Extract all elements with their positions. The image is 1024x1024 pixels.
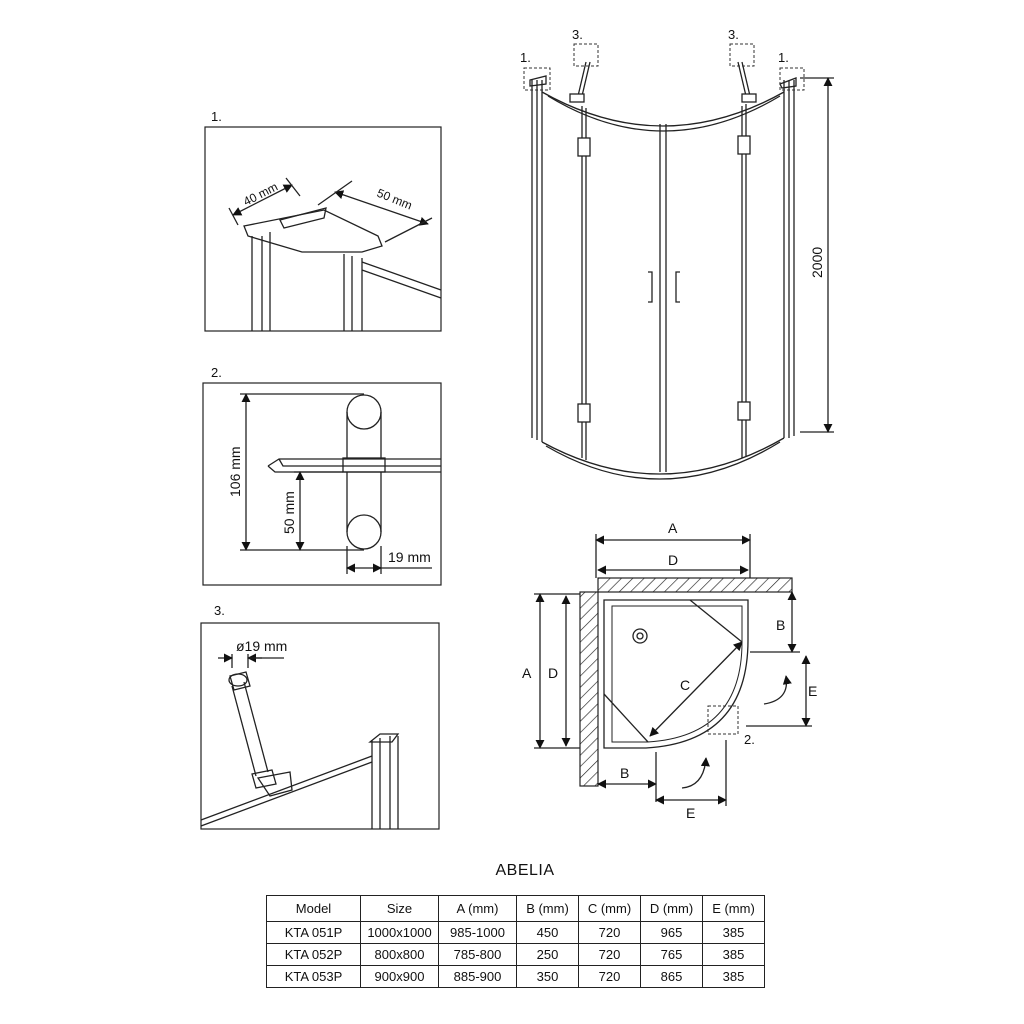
cell: 720: [578, 965, 641, 988]
plan-E-bottom: E: [686, 805, 695, 821]
detail-3-support-bar: [200, 653, 400, 829]
cell: 865: [640, 965, 703, 988]
detail-2-label: 2.: [211, 365, 222, 380]
cell: 985-1000: [438, 921, 517, 944]
detail-3-label: 3.: [214, 603, 225, 618]
plan-C: C: [680, 677, 690, 693]
detail-2-hinge: [240, 393, 441, 574]
detail-1-dim-a: 40 mm: [241, 180, 280, 209]
detail-1: 1. 40 mm 50 mm: [204, 109, 442, 332]
cell: 765: [640, 943, 703, 966]
detail-2-dim-h: 106 mm: [227, 446, 243, 497]
cell: 385: [702, 921, 765, 944]
cell: 785-800: [438, 943, 517, 966]
cell: 720: [578, 943, 641, 966]
detail-2-frame: [202, 382, 442, 586]
front-view: 1. 3. 3. 1. 2000: [520, 27, 834, 480]
front-callout-right-3: 3.: [728, 27, 739, 42]
cell: 350: [516, 965, 579, 988]
detail-1-frame: [204, 126, 442, 332]
detail-1-label: 1.: [211, 109, 222, 124]
header-a: A (mm): [438, 895, 517, 922]
cell: KTA 051P: [266, 921, 361, 944]
cell: KTA 052P: [266, 943, 361, 966]
front-callout-left-1: 1.: [520, 50, 531, 65]
spec-table: Model Size A (mm) B (mm) C (mm) D (mm) E…: [266, 895, 765, 988]
detail-3: 3. ø19 mm: [200, 603, 440, 830]
header-model: Model: [266, 895, 361, 922]
detail-3-dim-diameter: ø19 mm: [236, 638, 287, 654]
detail-1-dim-b: 50 mm: [375, 186, 414, 213]
cell: 800x800: [360, 943, 439, 966]
table-row: KTA 052P 800x800 785-800 250 720 765 385: [266, 943, 765, 966]
cell: 250: [516, 943, 579, 966]
detail-2: 2. 106 mm 50 mm: [202, 365, 442, 586]
plan-D-top: D: [668, 552, 678, 568]
plan-A-left: A: [522, 665, 532, 681]
cell: 385: [702, 965, 765, 988]
plan-E-right: E: [808, 683, 817, 699]
header-e: E (mm): [702, 895, 765, 922]
cell: 450: [516, 921, 579, 944]
cell: 965: [640, 921, 703, 944]
detail-2-dim-w: 19 mm: [388, 549, 431, 565]
detail-3-frame: [200, 622, 440, 830]
table-row: KTA 053P 900x900 885-900 350 720 865 385: [266, 965, 765, 988]
cell: 900x900: [360, 965, 439, 988]
detail-1-bracket: [228, 177, 442, 331]
front-callout-left-3: 3.: [572, 27, 583, 42]
cell: 1000x1000: [360, 921, 439, 944]
cell: 720: [578, 921, 641, 944]
cell: 885-900: [438, 965, 517, 988]
detail-2-dim-v: 50 mm: [281, 491, 297, 534]
plan-D-left: D: [548, 665, 558, 681]
spec-title: ABELIA: [495, 862, 555, 879]
plan-B-bottom: B: [620, 765, 629, 781]
plan-B-right: B: [776, 617, 785, 633]
table-header-row: Model Size A (mm) B (mm) C (mm) D (mm) E…: [266, 895, 765, 922]
header-size: Size: [360, 895, 439, 922]
cell: 385: [702, 943, 765, 966]
header-b: B (mm): [516, 895, 579, 922]
header-d: D (mm): [640, 895, 703, 922]
plan-view: A D A D B E C B E 2.: [522, 520, 817, 821]
table-row: KTA 051P 1000x1000 985-1000 450 720 965 …: [266, 921, 765, 944]
plan-A-top: A: [668, 520, 678, 536]
header-c: C (mm): [578, 895, 641, 922]
cell: KTA 053P: [266, 965, 361, 988]
plan-callout-2: 2.: [744, 732, 755, 747]
front-height-label: 2000: [809, 247, 825, 278]
front-callout-right-1: 1.: [778, 50, 789, 65]
